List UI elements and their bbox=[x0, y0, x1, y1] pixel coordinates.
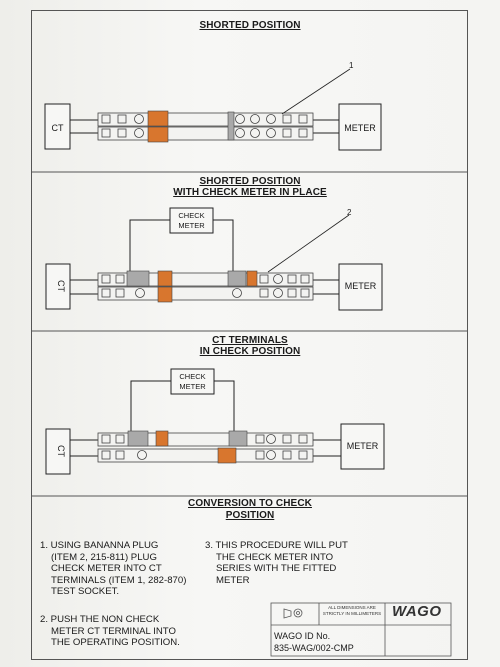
check-meter-label-2b: METER bbox=[179, 382, 206, 391]
section4-title-line1: CONVERSION TO CHECK bbox=[188, 498, 312, 509]
instruction-3-line: SERIES WITH THE FITTED bbox=[216, 563, 337, 575]
meter-label-2: METER bbox=[345, 281, 377, 291]
meter-box-2 bbox=[338, 263, 383, 311]
meter-label-3: METER bbox=[347, 441, 379, 451]
title-block-notes: ALL DIMENSIONS ARE STRICTLY IN MILLIMETE… bbox=[322, 605, 382, 616]
drawing-sheet bbox=[31, 10, 468, 660]
instruction-2-line: THE OPERATING POSITION. bbox=[51, 637, 180, 649]
meter-box-3 bbox=[340, 423, 385, 470]
instruction-1: 1. USING BANANNA PLUG (ITEM 2, 215-811) … bbox=[40, 540, 210, 598]
instruction-2-line: METER CT TERMINAL INTO bbox=[51, 625, 176, 637]
check-meter-label-1b: METER bbox=[178, 221, 205, 230]
wago-id-label: WAGO ID No. bbox=[274, 631, 331, 641]
ct-box-3 bbox=[45, 428, 71, 475]
section3-title-line2: IN CHECK POSITION bbox=[199, 346, 301, 357]
instruction-3: 3. THIS PROCEDURE WILL PUT THE CHECK MET… bbox=[205, 540, 375, 586]
section2-title-line1: SHORTED POSITION bbox=[199, 176, 301, 187]
wago-logo: WAGO bbox=[392, 603, 442, 620]
callout-1: 1 bbox=[349, 61, 354, 70]
instruction-1-line: CHECK METER INTO CT bbox=[51, 563, 162, 575]
orange-terminal bbox=[157, 286, 173, 303]
orange-terminal bbox=[147, 126, 169, 143]
instruction-1-line: TEST SOCKET. bbox=[51, 586, 120, 598]
instruction-3-line: THE CHECK METER INTO bbox=[216, 551, 334, 563]
ct-box-1 bbox=[44, 103, 71, 150]
ct-label-1: CT bbox=[52, 123, 64, 133]
callout-leader-1 bbox=[281, 68, 351, 115]
orange-terminal bbox=[157, 270, 173, 287]
orange-terminal bbox=[155, 430, 169, 447]
instruction-1-line: TERMINALS (ITEM 1, 282-870) bbox=[51, 574, 187, 586]
instruction-2: 2. PUSH THE NON CHECK METER CT TERMINAL … bbox=[40, 614, 240, 649]
section4-title-line2: POSITION bbox=[225, 510, 275, 521]
instruction-1-line: (ITEM 2, 215-811) PLUG bbox=[51, 551, 157, 563]
orange-terminal bbox=[147, 110, 169, 127]
section2-title-line2: WITH CHECK METER IN PLACE bbox=[173, 187, 327, 198]
ct-label-3: CT bbox=[56, 445, 66, 457]
instruction-3-line: 3. THIS PROCEDURE WILL PUT bbox=[205, 540, 348, 551]
meter-label-1: METER bbox=[344, 123, 376, 133]
section2-diagram: CT METER CHECK METER bbox=[45, 207, 383, 311]
section3-title-line1: CT TERMINALS bbox=[212, 335, 288, 346]
terminal-strip-3 bbox=[97, 430, 314, 464]
terminal-strip-1 bbox=[97, 110, 314, 143]
ct-box-2 bbox=[45, 263, 71, 310]
ct-label-2: CT bbox=[56, 280, 66, 292]
section3-diagram: CT METER CHECK METER bbox=[45, 368, 385, 475]
check-meter-box-2 bbox=[170, 368, 215, 395]
orange-terminal bbox=[217, 447, 237, 464]
callout-2: 2 bbox=[347, 208, 352, 217]
title-block bbox=[270, 602, 452, 657]
wago-id-value: 835-WAG/002-CMP bbox=[274, 643, 354, 653]
section1-diagram: CT METER bbox=[44, 61, 382, 151]
meter-box-1 bbox=[338, 103, 382, 151]
callout-leader-2 bbox=[267, 214, 350, 273]
orange-terminal bbox=[246, 270, 258, 287]
check-meter-label-1a: CHECK bbox=[178, 211, 204, 220]
check-meter-box-1 bbox=[169, 207, 214, 234]
instruction-2-line: 2. PUSH THE NON CHECK bbox=[40, 614, 160, 625]
section1-title: SHORTED POSITION bbox=[199, 20, 301, 31]
instruction-3-line: METER bbox=[216, 574, 250, 586]
instruction-1-line: 1. USING BANANNA PLUG bbox=[40, 540, 159, 551]
check-meter-label-2a: CHECK bbox=[179, 372, 205, 381]
terminal-strip-2 bbox=[97, 270, 314, 303]
